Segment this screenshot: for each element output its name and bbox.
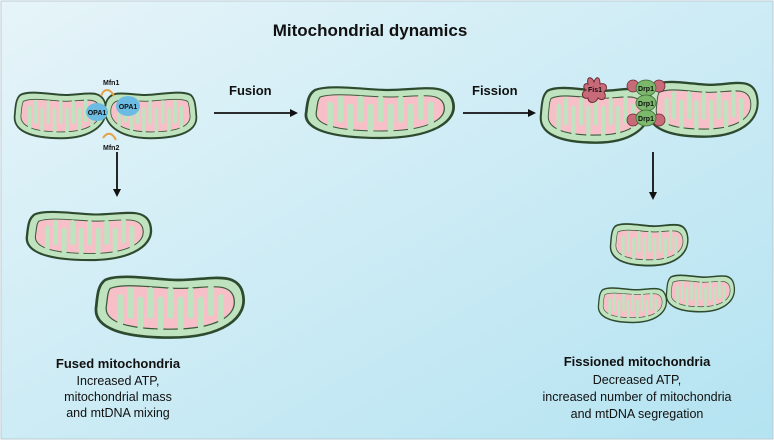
opa1-blob-right [116,96,140,116]
fissioned-caption-heading: Fissioned mitochondria [564,354,711,369]
drp1-ring: Drp1 Drp1 Drp1 [626,79,666,127]
mfn-tether-bottom [102,132,117,141]
dividing-mitochondrion: Fis1 Drp1 Drp1 Drp1 [541,77,758,143]
label-fission: Fission [472,83,518,98]
fissioned-caption-line-3: and mtDNA segregation [571,407,704,421]
label-opa1-left: OPA1 [88,110,107,117]
fused-mitochondrion-medium [27,212,151,260]
fused-caption: Fused mitochondria Increased ATP, mitoch… [56,356,181,420]
fissioned-mitochondrion-1 [608,222,690,268]
fissioned-caption-line-1: Decreased ATP, [593,373,681,387]
fissioned-caption: Fissioned mitochondria Decreased ATP, in… [543,354,732,421]
page-title: Mitochondrial dynamics [273,21,468,40]
label-fusion: Fusion [229,83,272,98]
label-fis1: Fis1 [588,87,602,94]
fused-caption-heading: Fused mitochondria [56,356,181,371]
fused-caption-line-1: Increased ATP, [77,374,160,388]
fused-caption-line-2: mitochondrial mass [64,390,172,404]
fis1-protein: Fis1 [581,77,608,103]
opa1-blob-left [86,103,108,121]
fusing-mitochondrion-right [105,93,196,139]
fused-mitochondrion-large [96,277,244,338]
fusing-mitochondria-pair: OPA1 OPA1 Mfn1 Mfn2 [15,80,197,152]
fissioned-mitochondrion-2 [596,286,668,324]
fissioned-caption-line-2: increased number of mitochondria [543,390,732,404]
fissioned-mitochondrion-3 [664,273,737,314]
label-drp1-top: Drp1 [638,86,654,93]
label-drp1-mid: Drp1 [638,101,654,108]
label-mfn2: Mfn2 [103,145,119,152]
label-drp1-bottom: Drp1 [638,116,654,123]
label-mfn1: Mfn1 [103,80,119,87]
fused-mitochondrion-center [306,87,454,138]
fused-caption-line-3: and mtDNA mixing [66,406,170,420]
label-opa1-right: OPA1 [119,104,138,111]
mfn-tether-top [100,89,115,97]
